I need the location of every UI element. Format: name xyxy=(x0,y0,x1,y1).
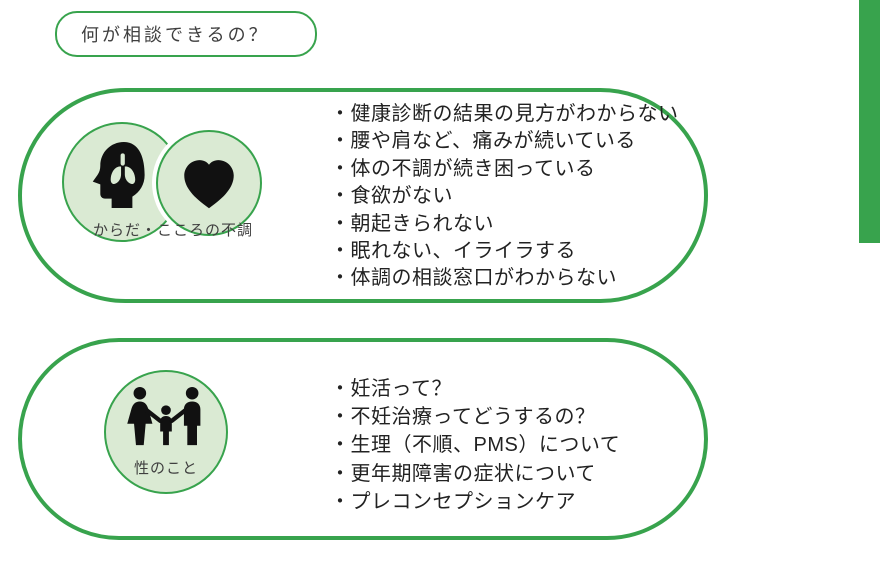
section-body-mind: からだ・こころの不調 ・健康診断の結果の見方がわからない ・腰や肩など、痛みが続… xyxy=(18,88,708,303)
list-item: ・生理（不順、PMS）について xyxy=(330,434,621,457)
list-item: ・プレコンセプションケア xyxy=(330,490,576,513)
list-item: ・体調の相談窓口がわからない xyxy=(330,267,617,290)
list-item: ・食欲がない xyxy=(330,185,453,208)
list-item: ・妊活って？ xyxy=(330,378,452,400)
list-item: ・更年期障害の症状について xyxy=(330,462,596,485)
list-item: ・朝起きられない xyxy=(330,212,494,235)
heart-icon xyxy=(179,155,239,211)
list-item: ・不妊治療ってどうするの？ xyxy=(330,406,596,429)
title-bubble-label: 何が相談できるの？ xyxy=(81,25,270,45)
head-lungs-icon xyxy=(89,142,155,211)
section-sexual-health: 性のこと ・妊活って？ ・不妊治療ってどうするの？ ・生理（不順、PMS）につい… xyxy=(18,338,708,540)
list-item: ・腰や肩など、痛みが続いている xyxy=(330,130,636,153)
list-item: ・眠れない、イライラする xyxy=(330,240,576,263)
list-item: ・健康診断の結果の見方がわからない xyxy=(330,103,679,125)
body-mind-item-list: ・健康診断の結果の見方がわからない ・腰や肩など、痛みが続いている ・体の不調が… xyxy=(330,101,679,293)
list-item: ・体の不調が続き困っている xyxy=(330,157,596,180)
family-icon-circle: 性のこと xyxy=(104,370,228,494)
section-label-body-mind: からだ・こころの不調 xyxy=(92,222,253,239)
right-edge-accent-bar xyxy=(859,0,880,243)
section-label-sexual-health: 性のこと xyxy=(133,460,198,477)
heart-icon-circle xyxy=(156,130,262,236)
sexual-health-item-list: ・妊活って？ ・不妊治療ってどうするの？ ・生理（不順、PMS）について ・更年… xyxy=(330,375,620,516)
title-bubble: 何が相談できるの？ xyxy=(55,11,317,57)
